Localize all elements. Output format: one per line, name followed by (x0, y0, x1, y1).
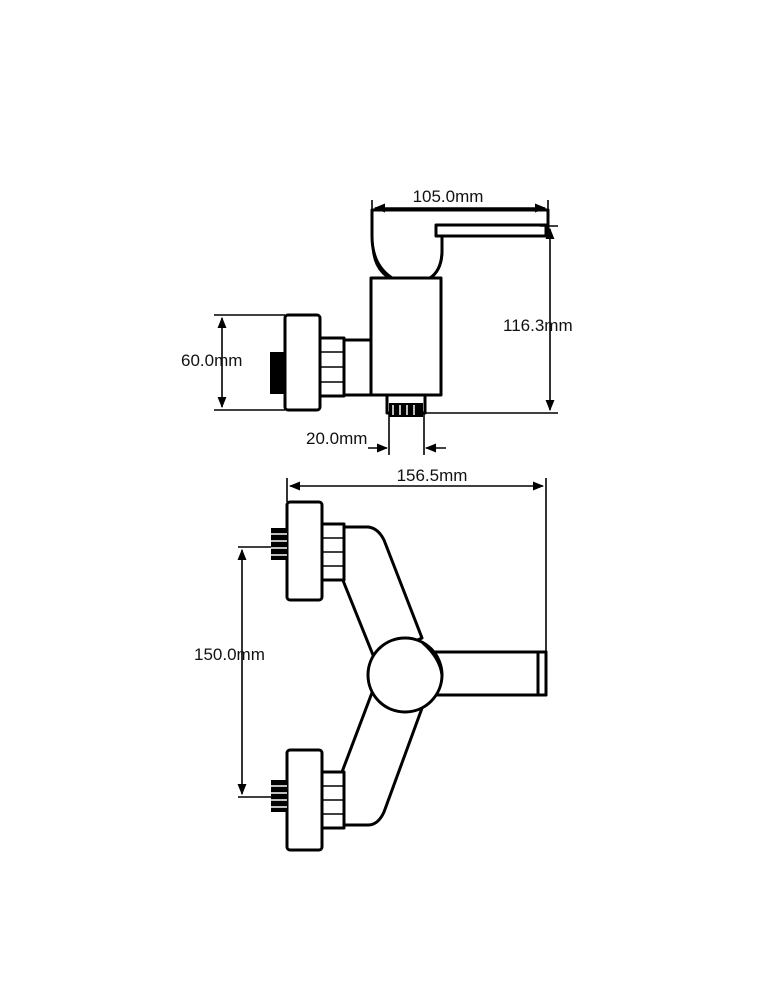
dim-handle-length: 105.0mm (371, 187, 549, 216)
top-upper-nut (320, 522, 346, 582)
top-lower-inlet-thread (271, 780, 287, 812)
top-upper-flange (285, 500, 324, 602)
side-inlet-thread (270, 352, 285, 394)
dim-total-width: 156.5mm (286, 466, 547, 652)
side-eccentric-nut (318, 336, 346, 398)
dim-center-distance: 150.0mm (194, 546, 271, 798)
top-lower-arm (340, 688, 427, 827)
dim-total-width-label: 156.5mm (397, 466, 468, 485)
dim-eccentric-diameter: 60.0mm (181, 314, 285, 411)
dim-height-label: 116.3mm (503, 316, 573, 335)
dim-eccentric-diameter-label: 60.0mm (181, 351, 242, 370)
dim-height: 116.3mm (425, 225, 573, 414)
side-view: 105.0mm 116.3mm 60.0mm 20.0mm (181, 187, 573, 455)
dim-handle-length-label: 105.0mm (413, 187, 484, 206)
side-handle (370, 208, 550, 280)
side-wall-flange (283, 313, 322, 412)
side-valve-body (369, 276, 443, 397)
dim-spout-outlet-label: 20.0mm (306, 429, 367, 448)
side-spout-outlet (385, 393, 427, 417)
top-lower-flange (285, 748, 324, 852)
top-view: 156.5mm 150.0mm (194, 466, 548, 852)
dim-spout-outlet: 20.0mm (306, 413, 446, 455)
top-lower-nut (320, 770, 346, 830)
top-upper-inlet-thread (271, 528, 287, 560)
dim-center-distance-label: 150.0mm (194, 645, 265, 664)
